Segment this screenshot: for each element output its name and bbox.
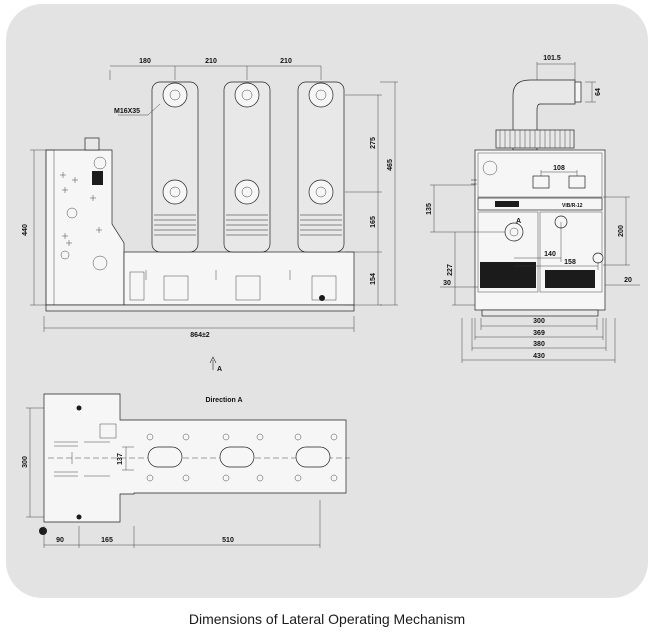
front-dim-lines <box>30 65 398 332</box>
slot-1 <box>147 446 183 468</box>
dim-left-90: 90 <box>56 537 64 544</box>
slot-3 <box>295 446 331 468</box>
bolt-marker <box>39 527 47 535</box>
lower-left-panel <box>477 211 539 293</box>
label-block-right <box>545 270 595 288</box>
section-label-a: A <box>516 218 521 225</box>
mechanism-knob-4 <box>60 250 70 260</box>
pole-1 <box>151 81 199 253</box>
charging-shaft <box>592 252 604 264</box>
main-shaft <box>504 222 524 242</box>
pole-3 <box>297 81 345 253</box>
slot-2 <box>219 446 255 468</box>
dim-base-height: 154 <box>370 273 377 285</box>
side-view: VIB/R-12 101.5 64 108 <box>426 55 640 363</box>
heat-sink-fins <box>499 130 571 148</box>
front-view: 180 210 210 864±2 440 275 165 154 465 M1… <box>22 58 398 373</box>
dim-length-510: 510 <box>222 537 234 544</box>
dim-pole-pitch-2: 210 <box>280 58 292 65</box>
dim-mid-165: 165 <box>101 537 113 544</box>
view-arrow-up-icon <box>209 356 217 370</box>
dim-terminal-dia: 64 <box>595 88 602 96</box>
side-dim-lines <box>430 62 640 363</box>
dim-right-20: 20 <box>624 277 632 284</box>
dim-shaft-140: 140 <box>544 251 556 258</box>
nameplate-model: VIB/R-12 <box>562 203 583 209</box>
mounting-holes <box>146 433 338 482</box>
lower-right-panel <box>539 211 603 293</box>
bottom-dim-lines <box>26 407 321 548</box>
dim-shaft-158: 158 <box>564 259 576 266</box>
dim-width-380: 380 <box>533 341 545 348</box>
base-plate <box>45 304 355 312</box>
pin-1 <box>76 405 82 411</box>
dim-pole-pitch-1: 210 <box>205 58 217 65</box>
left-fittings <box>54 423 117 477</box>
dim-terminal-offset: 101.5 <box>543 55 561 62</box>
hook-symbol <box>92 171 103 185</box>
dim-upper-terminal: 275 <box>370 137 377 149</box>
direction-a-title: Direction A <box>205 397 242 404</box>
mechanism-marks <box>60 172 102 246</box>
dim-width-369: 369 <box>533 330 545 337</box>
dim-window-spacing: 108 <box>553 165 565 172</box>
window-right <box>568 175 586 189</box>
thread-label: M16X35 <box>114 108 140 115</box>
dim-overall-height: 440 <box>22 224 29 236</box>
mechanism-top-knob <box>84 137 100 151</box>
dim-width-300: 300 <box>533 318 545 325</box>
view-arrow-label: A <box>217 366 222 373</box>
terminal-end <box>574 81 582 103</box>
dim-lower-terminal: 165 <box>370 216 377 228</box>
dim-height-137: 137 <box>117 453 124 465</box>
mechanism-knob-2 <box>66 207 78 219</box>
dim-width-430: 430 <box>533 353 545 360</box>
dim-pole-offset: 180 <box>139 58 151 65</box>
breaker-base <box>123 251 355 306</box>
dim-panel-200: 200 <box>618 225 625 237</box>
window-left <box>532 175 550 189</box>
pole-2 <box>223 81 271 253</box>
mechanism-knob-1 <box>93 156 107 170</box>
dim-left-30: 30 <box>443 280 451 287</box>
label-block-left <box>480 262 536 288</box>
base-ground-terminal <box>319 295 325 301</box>
dim-total-width: 864±2 <box>190 332 210 339</box>
dim-total-height: 465 <box>387 159 394 171</box>
dim-panel-135: 135 <box>426 203 433 215</box>
cabinet-port <box>482 160 498 176</box>
pin-2 <box>76 514 82 520</box>
cabinet-foot <box>481 309 599 317</box>
bottom-view: Direction A 300 137 90 165 510 <box>22 393 350 548</box>
mechanism-knob-3 <box>92 255 108 271</box>
dim-panel-227: 227 <box>447 264 454 276</box>
main-shaft-core <box>509 227 519 237</box>
cabinet-handle <box>471 179 477 185</box>
dim-height-300: 300 <box>22 456 29 468</box>
figure-caption: Dimensions of Lateral Operating Mechanis… <box>188 611 466 627</box>
mechanism-housing <box>45 149 125 306</box>
cabinet-upper-panel <box>477 152 603 198</box>
nameplate-logo <box>495 201 519 207</box>
